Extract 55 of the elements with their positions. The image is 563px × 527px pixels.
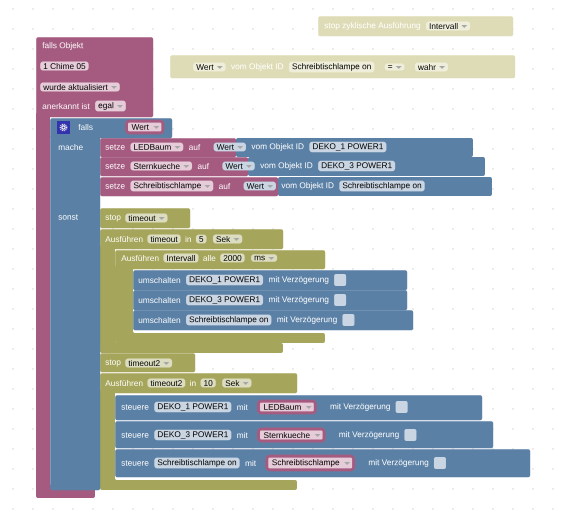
value-field: DEKO_1 POWER1 [186,274,264,286]
block-label: setze [105,163,125,169]
block-label: mit Verzögerung [269,276,328,284]
block-label: auf [219,182,230,190]
block-label: stop [105,214,121,222]
value-field: Schreibtischlampe on [288,62,374,72]
dropdown: egal [95,100,126,112]
block-label: falls Objekt [42,42,84,50]
dropdown: Wert [193,62,226,72]
block-label: setze [105,144,125,150]
block-label: setze [105,183,125,189]
value-field: DEKO_3 POWER1 [186,294,264,306]
block-label: mit Verzögerung [330,403,390,411]
dropdown: Schreibtischlampe [130,180,214,192]
value-block: Schreibtischlampe [265,454,356,472]
block-label: vom Objekt ID [231,63,284,71]
block-label: umschalten [138,316,180,324]
block-label: stop zyklische Ausführung [324,22,420,30]
block-label: mit Verzögerung [339,431,399,439]
block-label: alle [203,254,216,262]
block-label: in [186,236,191,242]
block-label: steuere [121,432,149,438]
block-label: anerkannt ist [42,102,90,110]
value-block: Sternkueche [256,427,326,443]
block-label: mit [237,432,248,438]
block-label: umschalten [138,276,180,284]
block-label: mit Verzögerung [269,296,328,304]
block-label: steuere [121,404,149,410]
block-label: mit [246,460,256,466]
block-label: Ausführen [105,236,142,242]
block-label: umschalten [138,296,180,304]
value-field: Schreibtischlampe on [154,458,240,468]
dropdown: LEDBaum [130,142,184,152]
value-field: Schreibtischlampe on [186,314,272,326]
block-label: stop [105,359,121,367]
block-label: in [190,380,196,386]
block-label: auf [198,162,209,170]
block-label: falls [78,124,93,130]
dropdown: = [384,63,405,71]
dropdown: ms [251,254,278,262]
value-block: Wert [125,120,164,134]
value-block: LEDBaum [256,400,317,414]
block-label: auf [189,144,200,150]
dropdown: Wert [222,162,255,170]
block-label: mit Verzögerung [368,459,428,467]
block-label: mit [237,404,248,410]
block-label: Ausführen [105,380,142,386]
value-field: 10 [200,378,216,388]
dropdown: Wert [244,182,276,190]
value-field: 2000 [220,254,245,262]
block-label: Ausführen [121,254,158,262]
block-label: mache [58,144,83,150]
block-label: steuere [121,460,149,466]
block-label: mit Verzögerung [277,316,337,324]
block-label: sonst [58,214,78,220]
